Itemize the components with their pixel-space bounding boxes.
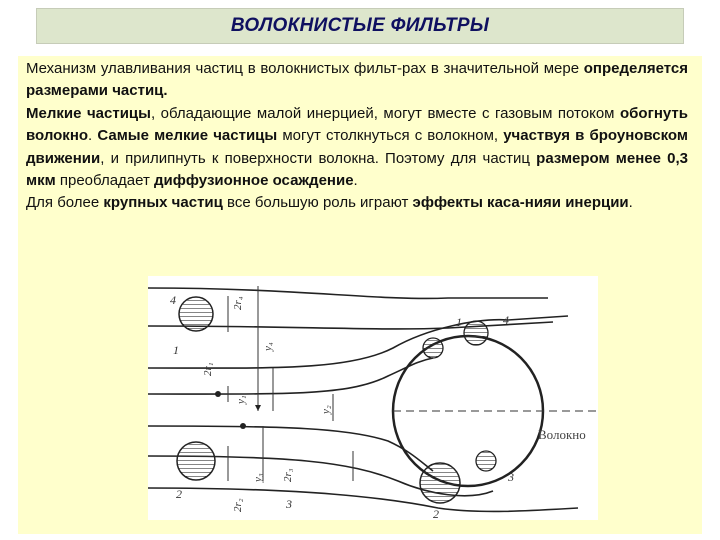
dimension-lines xyxy=(227,286,598,481)
bold-text: крупных частиц xyxy=(103,194,223,212)
particle-2-contact xyxy=(419,462,461,504)
dim-2r2: 2r₂ xyxy=(232,498,244,512)
particle-3-start xyxy=(240,423,246,429)
body-text: Механизм улавливания частиц в волокнисты… xyxy=(26,58,688,215)
dim-y1: y₁ xyxy=(235,395,247,405)
paragraph: Для более крупных частиц все большую рол… xyxy=(26,192,688,214)
text-run: . xyxy=(353,172,358,190)
bold-text: определяется размерами частиц. xyxy=(26,60,688,100)
label-3-left: 3 xyxy=(285,497,292,511)
paragraph: Мелкие частицы, обладающие малой инерцие… xyxy=(26,103,688,193)
fiber-label: Волокно xyxy=(538,427,586,442)
label-4-right: 4 xyxy=(503,313,509,327)
particle-2-start xyxy=(176,441,216,481)
text-run: , и прилипнуть к поверхности волокна. По… xyxy=(100,149,537,167)
bold-text: эффекты каса-нияи инерции xyxy=(412,194,629,212)
paragraph: Механизм улавливания частиц в волокнисты… xyxy=(26,58,688,103)
dim-y3: y₃ xyxy=(252,473,264,483)
text-run: . xyxy=(88,127,98,145)
particle-1-start xyxy=(215,391,221,397)
bold-text: размером менее 0,3 мкм xyxy=(26,149,688,190)
label-1-right: 1 xyxy=(456,315,462,329)
particle-1-contact xyxy=(422,337,444,359)
particle-4-start xyxy=(178,296,214,332)
bold-text: диффузионное осаждение xyxy=(154,172,354,190)
text-run: все большую роль играют xyxy=(222,194,413,212)
dim-y4: y₄ xyxy=(262,342,274,352)
bold-text: участвуя в броуновском движении xyxy=(26,127,688,167)
fiber-filtration-diagram: Волокно 4 1 1 4 3 2 2 3 2r₄ 2r₁ y₄ y₁ y₂… xyxy=(148,276,598,520)
text-run: , обладающие малой инерцией, могут вмест… xyxy=(150,104,620,122)
streamlines xyxy=(148,287,579,513)
page-title: ВОЛОКНИСТЫЕ ФИЛЬТРЫ xyxy=(230,15,490,36)
text-run: могут столкнуться с волокном, xyxy=(277,127,504,145)
text-run: . xyxy=(628,194,633,212)
dim-2r3: 2r₃ xyxy=(282,468,294,482)
bold-text: обогнуть волокно xyxy=(26,104,688,145)
label-1-left: 1 xyxy=(173,343,179,357)
fiber-circle xyxy=(391,334,545,488)
label-3-right: 3 xyxy=(507,470,514,484)
particle-3-contact xyxy=(475,450,497,472)
bold-text: Мелкие частицы xyxy=(26,104,151,122)
text-run: Механизм улавливания частиц в волокнисты… xyxy=(26,60,584,77)
label-2-left: 2 xyxy=(176,487,182,501)
particle-4-contact xyxy=(463,320,489,346)
bold-text: Самые мелкие частицы xyxy=(97,127,278,145)
dim-y2: y₂ xyxy=(320,405,332,415)
label-2-right: 2 xyxy=(433,507,439,520)
dim-2r4: 2r₄ xyxy=(232,296,244,310)
title-bar: ВОЛОКНИСТЫЕ ФИЛЬТРЫ xyxy=(36,8,684,44)
label-4-left: 4 xyxy=(170,293,176,307)
text-run: преобладает xyxy=(55,172,155,190)
text-run: Для более xyxy=(26,194,104,212)
dim-2r1: 2r₁ xyxy=(202,362,214,376)
